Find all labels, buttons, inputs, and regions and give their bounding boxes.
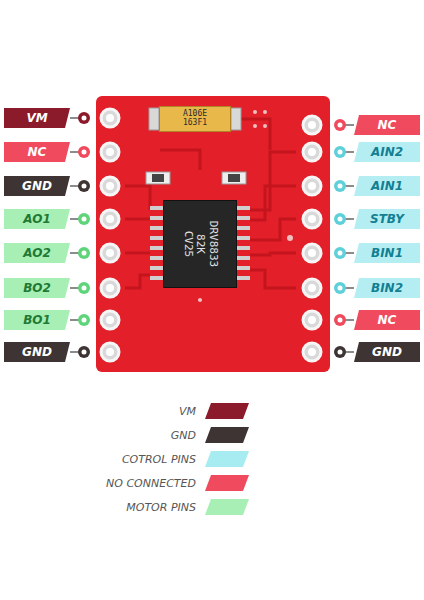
legend-swatch bbox=[205, 427, 249, 443]
pin-tag: GND bbox=[4, 342, 70, 362]
pin-tag: AIN1 bbox=[354, 176, 420, 196]
driver-chip: DRV8833 82K CV25 bbox=[163, 200, 237, 288]
legend-label: VM bbox=[179, 405, 196, 418]
pin-tag: BO2 bbox=[4, 278, 70, 298]
legend-swatch bbox=[205, 403, 249, 419]
pin-name: VM bbox=[26, 111, 47, 125]
pin-tag: NC bbox=[354, 115, 420, 135]
legend-label: COTROL PINS bbox=[122, 453, 196, 466]
pin-name: AO2 bbox=[23, 246, 50, 260]
pin-tag: STBY bbox=[354, 209, 420, 229]
leader-lines bbox=[70, 118, 354, 352]
pin-name: AIN1 bbox=[371, 179, 403, 193]
pin-name: BIN2 bbox=[371, 281, 403, 295]
pin-name: BIN1 bbox=[371, 246, 403, 260]
pin-name: NC bbox=[378, 118, 397, 132]
pin-name: STBY bbox=[370, 212, 404, 226]
legend-label: MOTOR PINS bbox=[126, 501, 196, 514]
pin-name: BO2 bbox=[23, 281, 51, 295]
pin-name: AIN2 bbox=[371, 145, 403, 159]
legend-label: NO CONNECTED bbox=[106, 477, 196, 490]
pin-name: GND bbox=[372, 345, 402, 359]
legend-swatch bbox=[205, 499, 249, 515]
pin-tag: GND bbox=[354, 342, 420, 362]
smd-resistors bbox=[146, 172, 246, 184]
legend-swatch bbox=[205, 475, 249, 491]
pin-tag: NC bbox=[4, 142, 70, 162]
pin-name: NC bbox=[28, 145, 47, 159]
pin-name: AO1 bbox=[23, 212, 50, 226]
pin-tag: AIN2 bbox=[354, 142, 420, 162]
pin-dots bbox=[78, 112, 346, 358]
chip-marking: DRV8833 82K CV25 bbox=[181, 221, 219, 267]
pin-holes bbox=[101, 109, 321, 361]
pin-tag: AO1 bbox=[4, 209, 70, 229]
pin-tag: BIN1 bbox=[354, 243, 420, 263]
pin-tag: AO2 bbox=[4, 243, 70, 263]
pin-tag: NC bbox=[354, 310, 420, 330]
pin-name: NC bbox=[378, 313, 397, 327]
capacitor-marking: A106E 163F1 bbox=[183, 110, 207, 128]
tantalum-capacitor: A106E 163F1 bbox=[159, 106, 231, 132]
legend-label: GND bbox=[171, 429, 196, 442]
pin-name: BO1 bbox=[23, 313, 51, 327]
pin-tag: VM bbox=[4, 108, 70, 128]
pin-tag: BO1 bbox=[4, 310, 70, 330]
pin-tag: GND bbox=[4, 176, 70, 196]
pin-name: GND bbox=[22, 345, 52, 359]
traces bbox=[125, 119, 296, 288]
legend-swatch bbox=[205, 451, 249, 467]
pin-tag: BIN2 bbox=[354, 278, 420, 298]
pcb bbox=[96, 96, 330, 372]
pin-name: GND bbox=[22, 179, 52, 193]
